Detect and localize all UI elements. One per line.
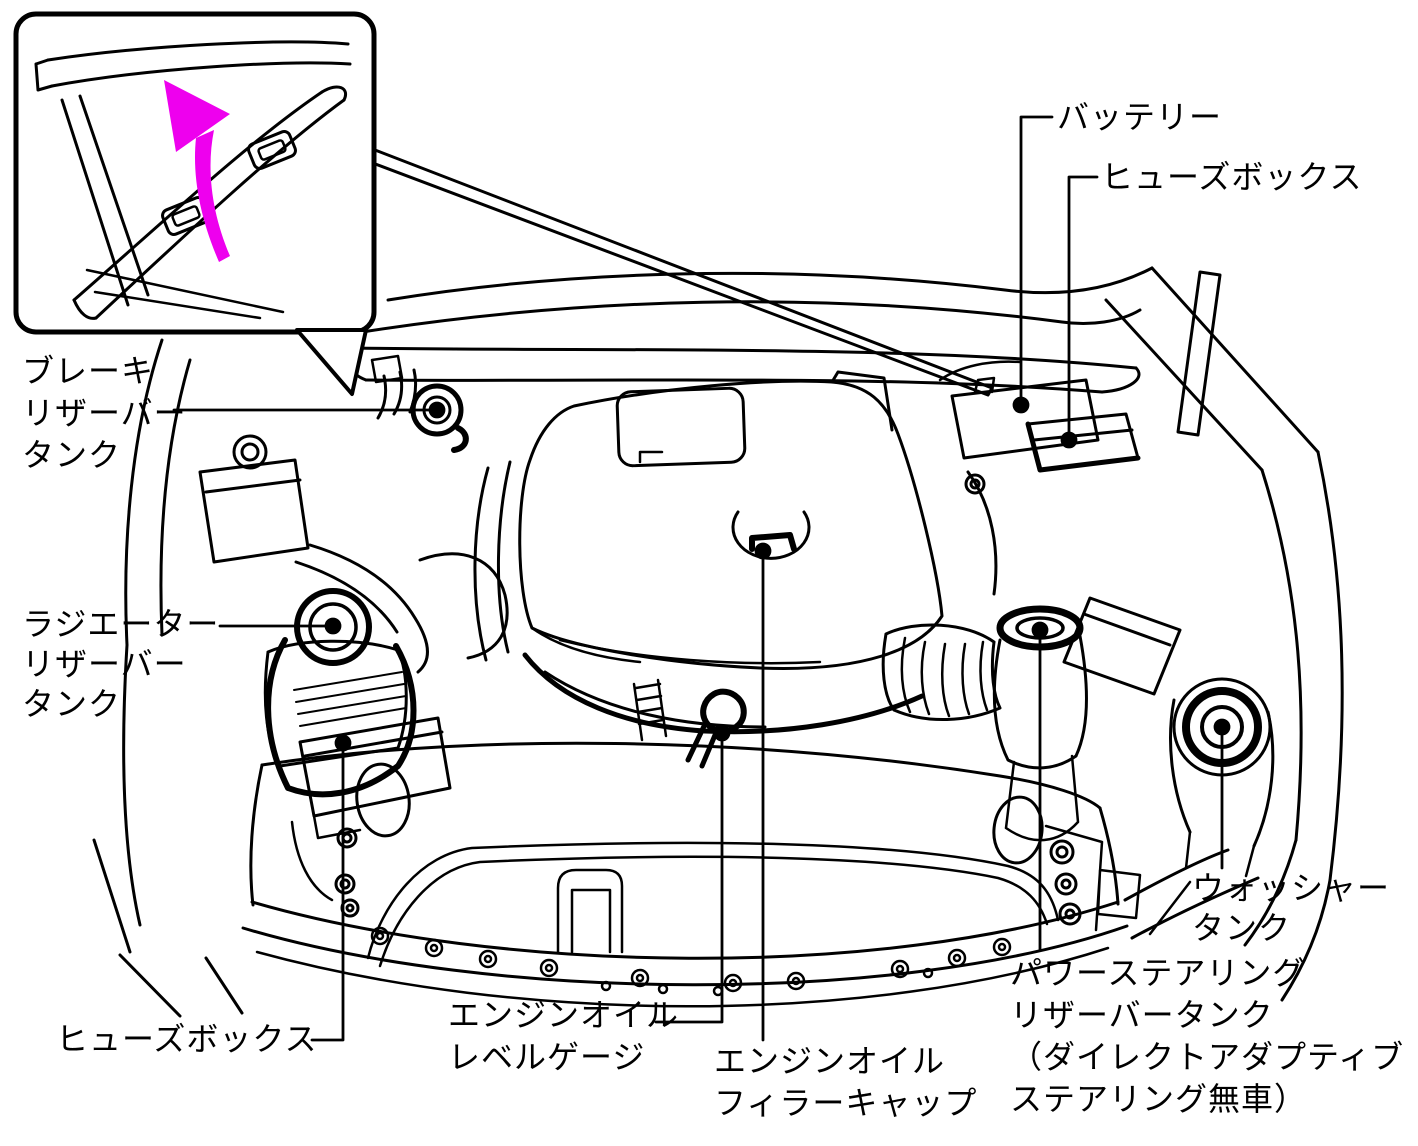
callout-dot-power-steering	[1031, 621, 1049, 639]
leader-fuse-box-upper	[1067, 175, 1099, 441]
engine-cover	[518, 370, 944, 670]
label-fuse-box-upper: ヒューズボックス	[1101, 158, 1363, 196]
callout-dot-washer-tank	[1213, 718, 1231, 736]
fuse-box-upper-art	[1025, 412, 1141, 473]
label-battery: バッテリー	[1057, 98, 1223, 136]
leader-fuse-box-lower	[310, 742, 345, 1042]
bolt-holes	[370, 926, 1012, 997]
right-mount-plate	[1044, 824, 1142, 932]
callout-dot-radiator-reservoir	[324, 617, 342, 635]
label-fuse-box-lower: ヒューズボックス	[56, 1020, 318, 1058]
label-power-steering-reservoir-tank: パワーステアリング リザーバータンク （ダイレクトアダプティブ ステアリング無車…	[1010, 954, 1405, 1118]
left-strut-and-hoses	[198, 434, 512, 674]
label-engine-oil-filler-cap: エンジンオイル フィラーキャップ	[714, 1042, 978, 1122]
leader-oil-level-gauge	[654, 732, 724, 1024]
front-support-panel	[241, 741, 1129, 1008]
oil-filler-cap-ellipse	[731, 510, 811, 560]
callout-dot-oil-level-gauge	[713, 724, 731, 742]
brake-reservoir-tank-art	[370, 354, 469, 453]
callout-dot-fuse-box-upper	[1060, 431, 1078, 449]
callout-dot-fuse-box-lower	[334, 734, 352, 752]
inset-hood-open-detail	[13, 11, 377, 396]
leader-battery	[1019, 115, 1054, 407]
callout-leaders	[172, 115, 1231, 1042]
engine-lower-art	[522, 470, 1182, 742]
label-brake-reservoir-tank: ブレーキ リザーバー タンク	[22, 352, 187, 474]
callout-dot-battery	[1012, 396, 1030, 414]
inset-pointer	[295, 328, 368, 396]
label-engine-oil-level-gauge: エンジンオイル レベルゲージ	[448, 996, 680, 1076]
hood-open-arrow-icon	[164, 80, 230, 262]
battery-art	[938, 360, 1100, 460]
callout-dot-oil-filler-cap	[754, 542, 772, 560]
label-radiator-reservoir-tank: ラジエーター リザーバー タンク	[22, 605, 220, 723]
label-washer-tank: ウォッシャー タンク	[1192, 869, 1391, 947]
callout-dot-brake-reservoir	[428, 401, 446, 419]
fuse-box-lower-art	[290, 716, 452, 902]
